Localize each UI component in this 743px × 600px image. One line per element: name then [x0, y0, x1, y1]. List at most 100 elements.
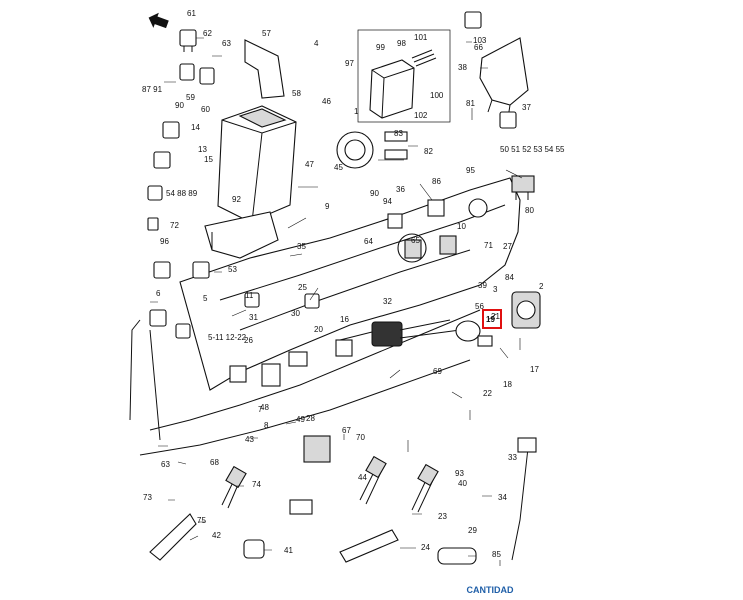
- callout-61: 61: [187, 9, 196, 18]
- callout-13: 13: [198, 145, 207, 154]
- callout-25: 25: [298, 283, 307, 292]
- switch-cluster[interactable]: [387, 198, 488, 263]
- callout-47: 47: [305, 160, 314, 169]
- relay-31[interactable]: [149, 309, 167, 327]
- callout-66: 66: [474, 43, 483, 52]
- leader-lines: [150, 37, 523, 566]
- relay-9[interactable]: [153, 261, 171, 279]
- callout-70: 70: [356, 433, 365, 442]
- callout-58: 58: [292, 89, 301, 98]
- callout-2: 2: [539, 282, 544, 291]
- module-29[interactable]: [243, 539, 265, 559]
- switch-80[interactable]: [511, 175, 535, 200]
- bracket-43[interactable]: [149, 513, 197, 561]
- callout-27: 27: [503, 242, 512, 251]
- callout-20: 20: [314, 325, 323, 334]
- clock-1[interactable]: [336, 131, 408, 169]
- relay-92[interactable]: [147, 217, 159, 231]
- callout-14: 14: [191, 123, 200, 132]
- switch-20[interactable]: [335, 339, 353, 357]
- callout-97: 97: [345, 59, 354, 68]
- callout-96: 96: [160, 237, 169, 246]
- relay-10[interactable]: [192, 261, 210, 279]
- switch-6[interactable]: [511, 291, 541, 329]
- harness-40[interactable]: [359, 455, 387, 505]
- relay-16[interactable]: [304, 293, 320, 309]
- switch-8[interactable]: [261, 363, 281, 387]
- relay-60[interactable]: [199, 67, 215, 85]
- callout-81: 81: [466, 99, 475, 108]
- callout-26: 26: [244, 336, 253, 345]
- harness-42[interactable]: [221, 465, 247, 509]
- callout-43: 43: [245, 435, 254, 444]
- callout-103: 103: [473, 36, 487, 45]
- callout-92: 92: [232, 195, 241, 204]
- bracket-65[interactable]: [289, 499, 313, 515]
- callout-99: 99: [376, 43, 385, 52]
- callout-41: 41: [284, 546, 293, 555]
- callout-63: 63: [222, 39, 231, 48]
- callout-86: 86: [432, 177, 441, 186]
- switch-18[interactable]: [288, 351, 308, 367]
- ecu-module[interactable]: [217, 105, 297, 223]
- callout-80: 80: [525, 206, 534, 215]
- combination-switch-21[interactable]: [339, 319, 461, 347]
- callout-49: 49: [296, 415, 305, 424]
- relay-56[interactable]: [499, 111, 517, 129]
- relay-14[interactable]: [162, 121, 180, 139]
- cantidad-link[interactable]: CANTIDAD: [466, 585, 514, 595]
- relay-11[interactable]: [244, 292, 260, 308]
- callout-6: 6: [156, 289, 161, 298]
- callout-32: 32: [383, 297, 392, 306]
- callout-94: 94: [383, 197, 392, 206]
- switch-48[interactable]: [229, 365, 247, 383]
- callout-3: 3: [493, 285, 498, 294]
- callout-90: 90: [175, 101, 184, 110]
- relay-13[interactable]: [153, 151, 171, 169]
- callout-18: 18: [503, 380, 512, 389]
- callout-28: 28: [306, 414, 315, 423]
- callout-60: 60: [201, 105, 210, 114]
- callout-35: 35: [297, 242, 306, 251]
- callout-29: 29: [468, 526, 477, 535]
- callout-17: 17: [530, 365, 539, 374]
- callout-8: 8: [264, 421, 269, 430]
- relay-66[interactable]: [464, 11, 482, 29]
- ignition-switch-19[interactable]: [455, 320, 493, 347]
- callout-7: 7: [258, 405, 263, 414]
- callout-73: 73: [143, 493, 152, 502]
- bracket-57[interactable]: [244, 39, 285, 99]
- callout-102: 102: [414, 111, 428, 120]
- callout-15: 15: [204, 155, 213, 164]
- callout-53: 53: [228, 265, 237, 274]
- callout-101: 101: [414, 33, 428, 42]
- callout-34: 34: [498, 493, 507, 502]
- callout-54-88-89: 54 88 89: [166, 189, 198, 198]
- callout-5-11-12-22: 5-11 12-22: [208, 333, 247, 342]
- relay-54[interactable]: [147, 185, 163, 201]
- bracket-41[interactable]: [339, 529, 399, 563]
- callout-42: 42: [212, 531, 221, 540]
- callout-69: 69: [433, 367, 442, 376]
- relay-59[interactable]: [179, 63, 195, 81]
- callout-33: 33: [508, 453, 517, 462]
- bracket-35[interactable]: [204, 211, 279, 259]
- callout-22: 22: [483, 389, 492, 398]
- control-unit-97[interactable]: [357, 29, 451, 123]
- callout-57: 57: [262, 29, 271, 38]
- callout-38: 38: [458, 63, 467, 72]
- callout-85: 85: [492, 550, 501, 559]
- callout-83: 83: [394, 129, 403, 138]
- callout-56: 56: [475, 302, 484, 311]
- callout-48: 48: [260, 403, 269, 412]
- relay-61[interactable]: [179, 29, 197, 52]
- callout-100: 100: [430, 91, 444, 100]
- relay-30[interactable]: [175, 323, 191, 339]
- callout-62: 62: [203, 29, 212, 38]
- callout-98: 98: [397, 39, 406, 48]
- module-67[interactable]: [303, 435, 331, 463]
- bracket-37[interactable]: [479, 37, 529, 119]
- harness-23[interactable]: [411, 463, 439, 513]
- callout-23: 23: [438, 512, 447, 521]
- harness-63[interactable]: [511, 437, 537, 561]
